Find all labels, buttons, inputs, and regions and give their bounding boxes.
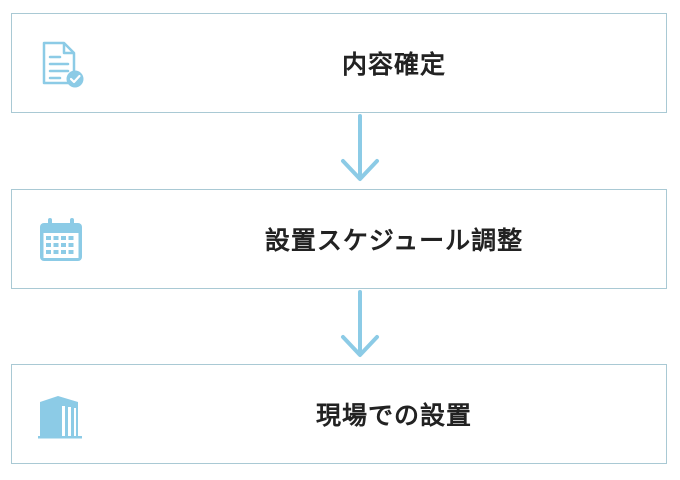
arrow-down-icon xyxy=(341,290,379,357)
step-label: 現場での設置 xyxy=(315,401,472,430)
step-label: 内容確定 xyxy=(341,50,446,79)
step-onsite-installation: 現場での設置 xyxy=(11,364,667,464)
step-content-confirmation: 内容確定 xyxy=(11,13,667,113)
arrow-down-icon xyxy=(341,114,379,181)
calendar-icon xyxy=(40,218,82,261)
step-schedule-adjustment: 設置スケジュール調整 xyxy=(11,189,667,289)
step-label: 設置スケジュール調整 xyxy=(264,226,524,255)
building-icon xyxy=(38,396,82,439)
document-check-icon xyxy=(42,41,84,88)
